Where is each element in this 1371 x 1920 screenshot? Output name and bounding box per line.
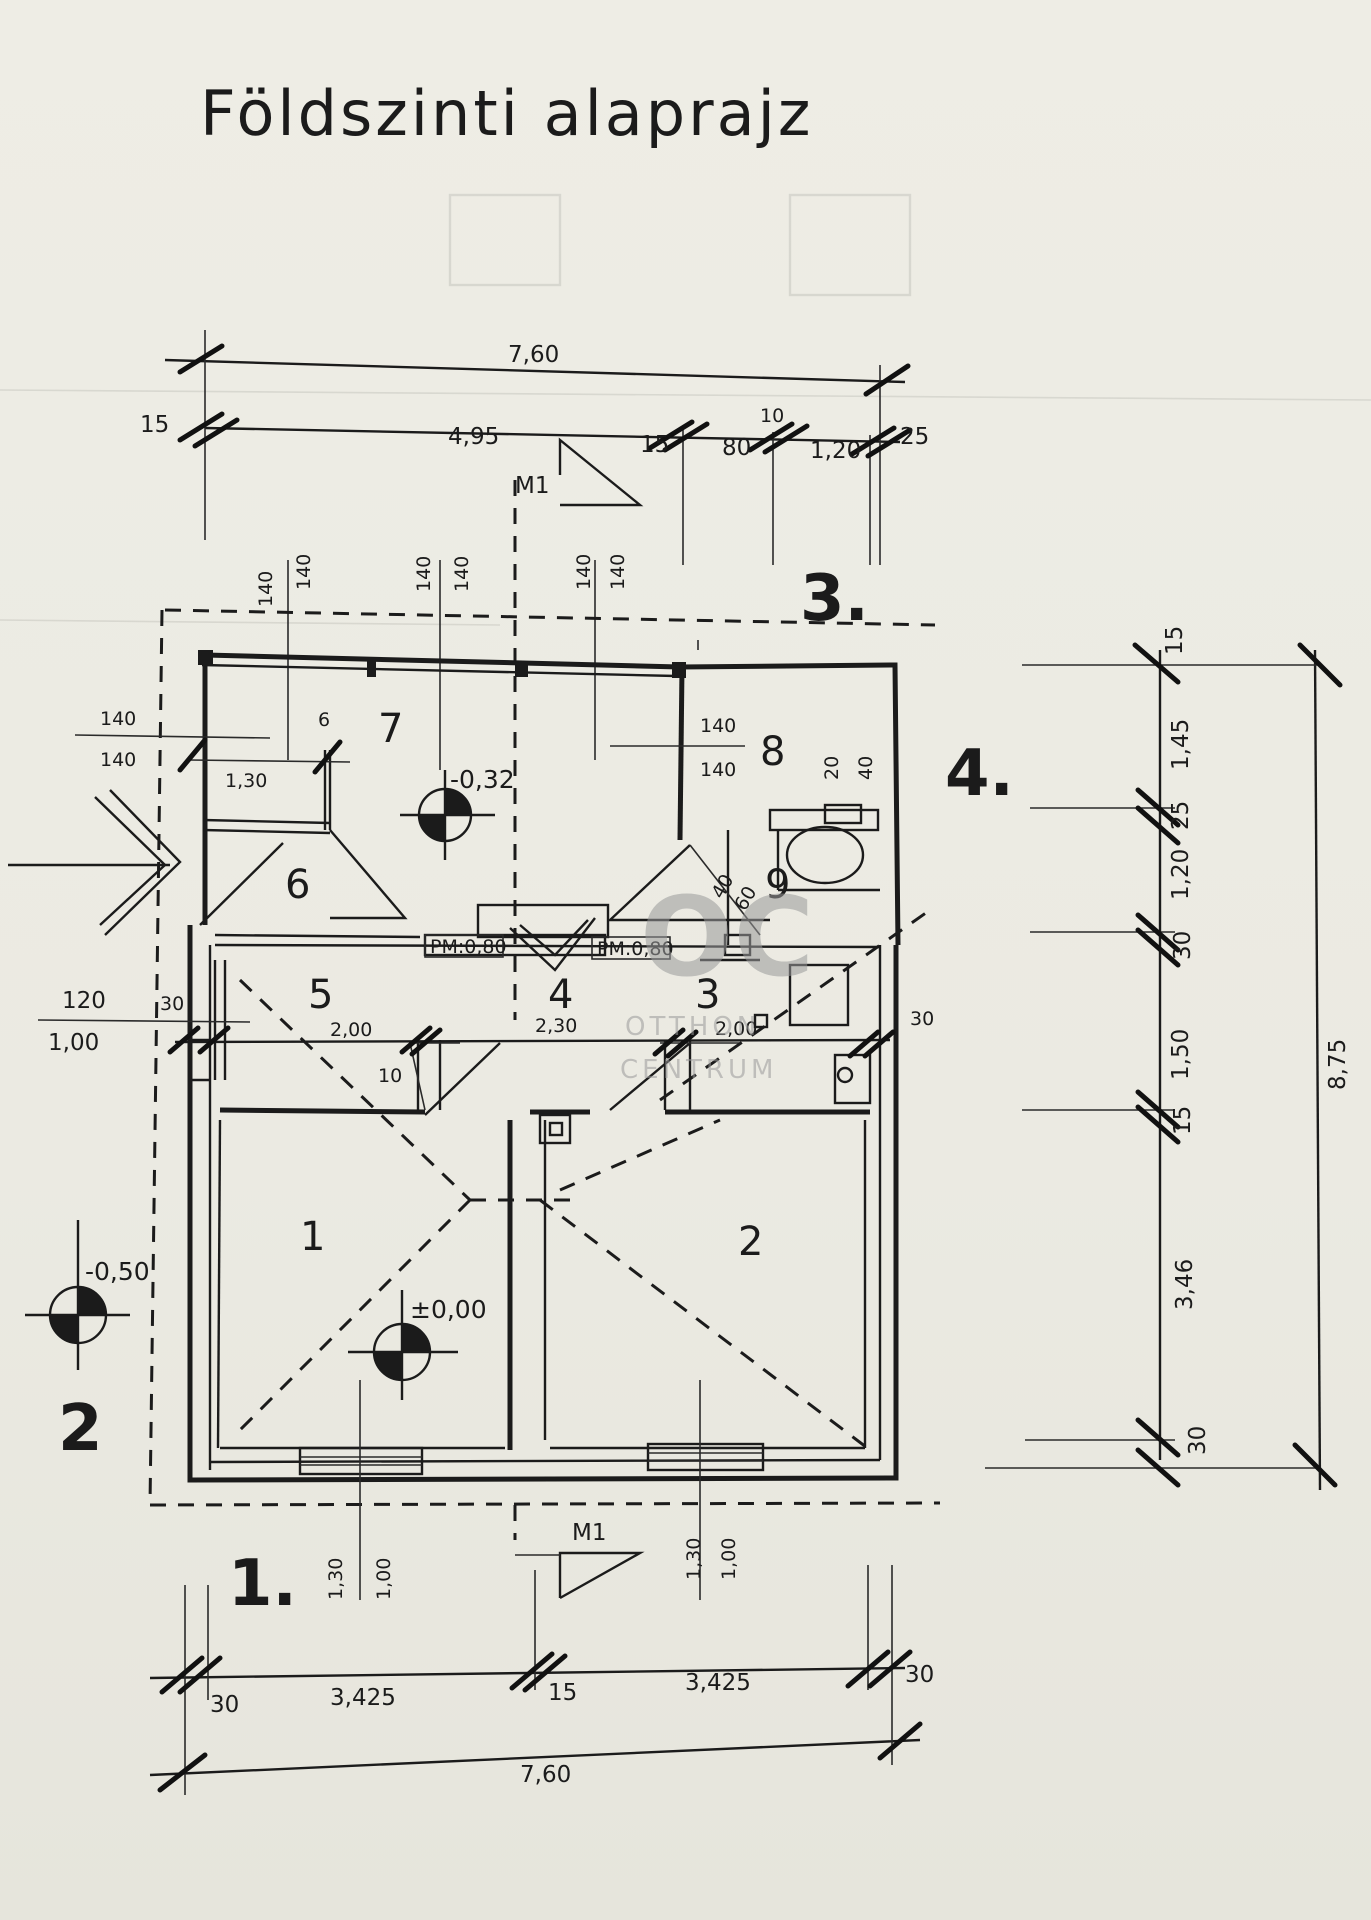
dim-span-main-top: 4,95 (448, 424, 499, 450)
right-dim-30a: 30 (1170, 931, 1196, 960)
bottom-windows (298, 1442, 765, 1476)
paper-show-through (0, 193, 1371, 626)
win-bl-a: 1,30 (325, 1558, 347, 1600)
room-8-label: 8 (760, 729, 785, 775)
section-label-bottom: M1 (572, 1520, 606, 1546)
dim-80-top: 80 (722, 435, 751, 461)
top-dimension-lines (164, 330, 913, 565)
room7-dim: 1,30 (225, 770, 267, 792)
win-mark-2: 140 (293, 554, 315, 590)
bottom-window-leaders (359, 1380, 701, 1600)
section-marker-bottom (513, 1505, 645, 1600)
watermark-line1: OTTHON (625, 1012, 760, 1042)
level-outside: -0,50 (85, 1257, 150, 1286)
dim-right-wall-top: 25 (900, 424, 929, 450)
axis-label-1: 1. (228, 1547, 297, 1621)
win-br-a: 1,30 (683, 1538, 705, 1580)
pm-label-1: PM:0,80 (430, 936, 507, 958)
door-120: 120 (62, 988, 106, 1014)
right-dim-15: 15 (1170, 1106, 1196, 1135)
corridor-dim-3: 2,00 (715, 1018, 757, 1040)
win-mark-4: 140 (451, 556, 473, 592)
room8-v2: 40 (855, 756, 877, 780)
corridor-dim-5: 2,00 (330, 1019, 372, 1041)
room-7-label: 7 (378, 706, 403, 752)
dim-overall-top: 7,60 (508, 342, 559, 368)
room-6-label: 6 (285, 862, 310, 908)
win-mark-6: 140 (607, 554, 629, 590)
bottom-dim-overall: 7,60 (520, 1762, 571, 1788)
small-10: 10 (378, 1065, 402, 1087)
room-3-label: 3 (695, 972, 720, 1018)
room7-win-a: 140 (100, 708, 136, 730)
axis-label-4: 4. (945, 737, 1014, 811)
level-terrace: -0,32 (450, 765, 515, 794)
watermark-logo: OC (640, 873, 814, 1001)
right-dim-30b: 30 (1185, 1426, 1211, 1455)
axis-label-3: 3. (800, 562, 869, 636)
bottom-dim-right-wall: 30 (905, 1662, 934, 1688)
small-30-left: 30 (160, 993, 184, 1015)
bottom-dim-wall-mid: 15 (548, 1680, 577, 1706)
room8-v1: 20 (821, 756, 843, 780)
room-4-label: 4 (548, 972, 573, 1018)
right-dim-150: 1,50 (1168, 1029, 1194, 1080)
win-br-b: 1,00 (718, 1538, 740, 1580)
svg-text:OC: OC (640, 873, 814, 1001)
right-dim-top-wall: 15 (1162, 626, 1188, 655)
pm-label-2: PM:0,80 (597, 938, 674, 960)
dim-left-wall-top: 15 (140, 412, 169, 438)
win-mark-5: 140 (573, 554, 595, 590)
dim-120-top: 1,20 (810, 438, 861, 464)
section-marker-top (513, 437, 644, 1020)
corridor-dim-4: 2,30 (535, 1015, 577, 1037)
room-2-label: 2 (738, 1219, 763, 1265)
bottom-dim-span-b: 3,425 (685, 1670, 751, 1696)
level-marker-outside-icon (25, 1220, 130, 1370)
right-dimension-lines (985, 642, 1343, 1491)
bottom-dim-span-a: 3,425 (330, 1685, 396, 1711)
level-marker-main-icon (348, 1290, 458, 1400)
right-dim-120: 1,20 (1168, 849, 1194, 900)
level-main: ±0,00 (410, 1295, 487, 1324)
right-dim-346: 3,46 (1172, 1259, 1198, 1310)
axis-lines (148, 608, 941, 1507)
room7-small: 6 (318, 709, 330, 731)
bottom-dim-left-wall: 30 (210, 1692, 239, 1718)
bottom-dimension-lines (149, 1565, 923, 1795)
room8-b: 140 (700, 759, 736, 781)
building-walls (187, 650, 901, 1483)
win-mark-3: 140 (413, 556, 435, 592)
small-30-right: 30 (910, 1008, 934, 1030)
opening-notes (37, 734, 896, 1059)
entrance-arrow-icon (8, 789, 182, 936)
drawing-title: Földszinti alaprajz (200, 77, 813, 150)
win-bl-b: 1,00 (373, 1558, 395, 1600)
room-9-label: 9 (765, 862, 790, 908)
roof-ridge-diagonals (238, 908, 931, 1452)
win-mark-1: 140 (255, 571, 277, 607)
section-label-top: M1 (515, 473, 549, 499)
right-dim-overall: 8,75 (1325, 1039, 1351, 1090)
right-dim-145: 1,45 (1168, 719, 1194, 770)
top-window-marks (287, 560, 699, 770)
level-marker-terrace-icon (400, 770, 495, 860)
dim-10-top: 10 (760, 405, 784, 427)
room-5-label: 5 (308, 972, 333, 1018)
room-1-label: 1 (300, 1214, 325, 1260)
axis-label-2: 2 (58, 1392, 103, 1466)
door-100: 1,00 (48, 1030, 99, 1056)
room7-win-b: 140 (100, 749, 136, 771)
dim-wall-mid-top: 15 (640, 432, 669, 458)
right-dim-25: 25 (1168, 801, 1194, 830)
room8-a: 140 (700, 715, 736, 737)
watermark-line2: CENTRUM (620, 1055, 777, 1085)
